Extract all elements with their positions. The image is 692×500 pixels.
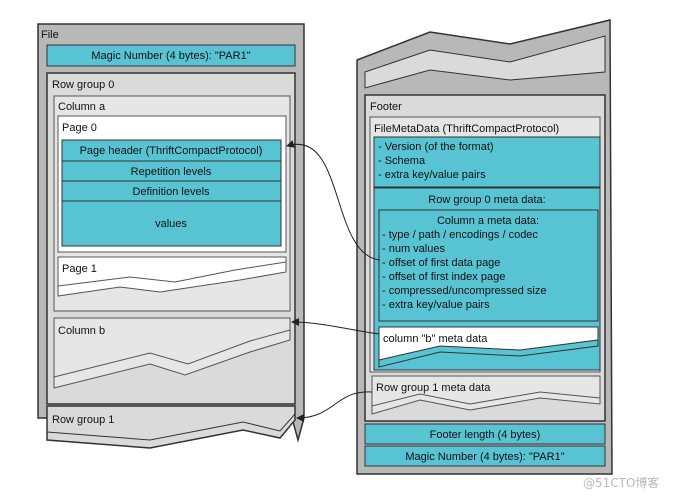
row-group-1-tear-line (46, 413, 296, 441)
column-a-meta-item: - compressed/uncompressed size (382, 285, 546, 297)
column-a-meta-box (378, 209, 599, 322)
footer-magic-number-box (364, 445, 606, 467)
row-group-1-meta-tear-line (371, 391, 601, 407)
values-label: values (155, 218, 187, 230)
repetition-levels-label: Repetition levels (131, 166, 212, 178)
row-group-1-title: Row group 1 (52, 414, 114, 426)
column-a-meta-item: - offset of first data page (382, 257, 500, 269)
footer-length-label: Footer length (4 bytes) (430, 429, 541, 441)
column-a-title: Column a (58, 101, 106, 113)
footer-magic-number-label: Magic Number (4 bytes): "PAR1" (405, 451, 564, 463)
arrow-column-a-to-page-header (286, 140, 381, 261)
page-0-title: Page 0 (62, 122, 97, 134)
arrow-column-b-meta-to-column-b (291, 318, 380, 335)
page-1-box (57, 256, 287, 297)
column-a-meta-item: - extra key/value pairs (382, 299, 490, 311)
footer-length-box (364, 423, 606, 445)
column-b-title: Column b (58, 325, 105, 337)
file-meta-data-title: FileMetaData (ThriftCompactProtocol) (374, 123, 559, 135)
footer-tear-line (364, 35, 606, 89)
page-1-tear-line (57, 261, 287, 287)
column-b-meta-tear-band (378, 339, 599, 368)
column-a-meta-item: - num values (382, 243, 445, 255)
definition-levels-label: Definition levels (132, 186, 210, 198)
column-a-meta-title: Column a meta data: (437, 215, 539, 227)
values-box (61, 200, 282, 247)
column-b-box (53, 317, 291, 389)
row-group-0-meta-title: Row group 0 meta data: (428, 194, 545, 206)
file-meta-item: - Version (of the format) (378, 141, 494, 153)
row-group-1-box (46, 405, 296, 449)
footer-title: Footer (370, 101, 402, 113)
file-meta-item: - extra key/value pairs (378, 169, 486, 181)
column-a-meta-item: - type / path / encodings / codec (382, 229, 538, 241)
file-meta-data-items-box (373, 136, 601, 188)
column-a-meta-item: - offset of first index page (382, 271, 505, 283)
column-b-meta-label: column "b" meta data (383, 333, 488, 345)
file-meta-item: - Schema (378, 155, 426, 167)
column-b-tear-line (53, 329, 291, 378)
file-magic-number-label: Magic Number (4 bytes): "PAR1" (91, 50, 250, 62)
watermark-text: @51CTO博客 (583, 475, 659, 490)
row-group-1-meta-label: Row group 1 meta data (376, 382, 491, 394)
arrow-row-group-1-meta-to-row-group-1 (296, 391, 373, 422)
row-group-1-meta-box (371, 375, 601, 415)
row-group-0-title: Row group 0 (52, 79, 114, 91)
page-header-label: Page header (ThriftCompactProtocol) (80, 145, 263, 157)
page-1-title: Page 1 (62, 263, 97, 275)
file-title: File (41, 29, 59, 41)
file-magic-number-box (46, 44, 296, 67)
